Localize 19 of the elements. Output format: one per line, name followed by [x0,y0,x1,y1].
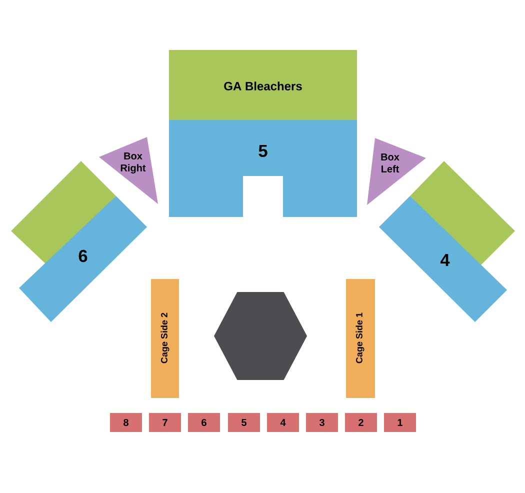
box-section: Box Right [99,137,158,204]
seat-block: 3 [306,413,338,432]
seating-section: 4 [379,196,507,322]
seat-block: 1 [384,413,416,432]
seat-block: 6 [188,413,220,432]
box-section: Box Left [367,138,426,205]
bleacher-section: GA Bleachers [169,50,357,120]
cage-side-section: Cage Side 2 [151,279,179,398]
seating-section: 5 [169,120,357,217]
seating-section [11,161,116,266]
cage-hexagon [214,292,307,380]
seat-block: 2 [345,413,377,432]
seat-block: 5 [228,413,260,432]
cage-side-section: Cage Side 1 [346,279,375,398]
seating-section [410,161,515,268]
seat-block: 7 [149,413,181,432]
seat-block: 8 [110,413,142,432]
seat-block: 4 [267,413,299,432]
seating-section: 6 [19,196,147,322]
